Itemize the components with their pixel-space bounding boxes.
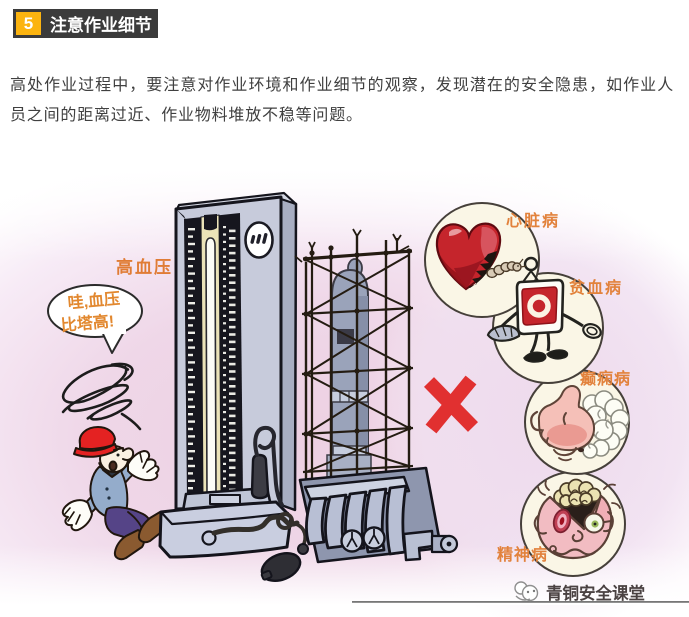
svg-text:贫血病: 贫血病 xyxy=(569,278,623,297)
svg-text:青铜安全课堂: 青铜安全课堂 xyxy=(546,583,645,603)
svg-text:比塔高!: 比塔高! xyxy=(60,311,115,335)
svg-text:心脏病: 心脏病 xyxy=(506,211,560,230)
svg-text:癫痫病: 癫痫病 xyxy=(580,369,631,388)
svg-text:高血压: 高血压 xyxy=(116,257,173,277)
svg-text:哇,血压: 哇,血压 xyxy=(67,289,121,312)
svg-text:精神病: 精神病 xyxy=(497,545,548,564)
